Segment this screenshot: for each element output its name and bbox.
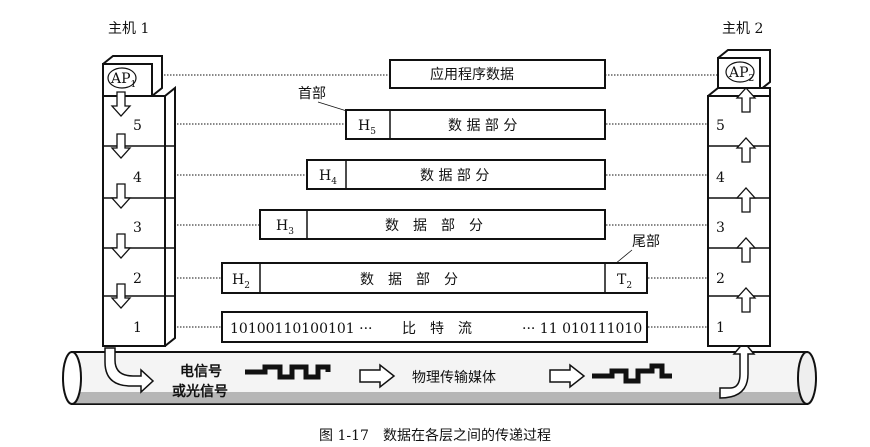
ap2-label: AP — [728, 65, 749, 81]
layer-5-label: 5 — [716, 118, 725, 134]
signal-wave-right — [592, 363, 672, 384]
layer-2-label: 2 — [716, 271, 725, 287]
bits-right: ··· 11 010111010 — [522, 321, 642, 337]
ap2-ellipse — [725, 61, 755, 83]
svg-text:AP1: AP1 — [110, 71, 136, 90]
layer-3-pdu: H3 数 据 部 分 — [259, 209, 606, 240]
svg-text:H3: H3 — [276, 218, 294, 237]
curved-arrow-down-icon — [104, 347, 155, 394]
ap1-sub: 1 — [131, 80, 137, 90]
app-data-label: 应用程序数据 — [430, 66, 514, 83]
h3-label: H — [276, 218, 288, 234]
h2-sub: 2 — [244, 281, 250, 291]
data-part-label: 数 据 部 分 — [385, 218, 483, 234]
arrow-right-icon — [359, 363, 396, 389]
bits-left: 10100110100101 ··· — [230, 321, 373, 337]
signal-label-2: 或光信号 — [172, 383, 228, 400]
ap1-ellipse — [107, 67, 137, 89]
ap2-sub: 2 — [749, 74, 755, 84]
layer-2-frame: H2 数 据 部 分 T2 — [221, 262, 648, 294]
layer-5-pdu: H5 数 据 部 分 — [345, 109, 606, 140]
layer-4-pdu: H4 数 据 部 分 — [306, 159, 606, 190]
layer-3-label: 3 — [133, 220, 142, 236]
down-arrows — [110, 91, 132, 309]
arrow-right-icon — [549, 363, 586, 389]
bit-stream: 10100110100101 ··· 比 特 流 ··· 11 01011101… — [221, 311, 648, 343]
t2-label: T — [617, 272, 627, 288]
layer-5-label: 5 — [133, 118, 142, 134]
layer-3-label: 3 — [716, 220, 725, 236]
data-part-label: 数 据 部 分 — [360, 272, 458, 288]
layer-2-label: 2 — [133, 271, 142, 287]
signal-wave-left — [245, 364, 331, 380]
svg-text:H4: H4 — [319, 168, 337, 187]
h4-label: H — [319, 168, 331, 184]
up-arrows — [735, 87, 757, 313]
h4-sub: 4 — [331, 177, 337, 187]
svg-text:T2: T2 — [617, 272, 632, 291]
header-annotation: 首部 — [298, 86, 326, 102]
data-part-label: 数 据 部 分 — [448, 118, 517, 134]
h2-label: H — [232, 272, 244, 288]
t2-sub: 2 — [626, 281, 632, 291]
medium-label: 物理传输媒体 — [412, 370, 496, 386]
app-data-bar: 应用程序数据 — [389, 59, 606, 89]
h5-sub: 5 — [370, 127, 376, 137]
signal-label-1: 电信号 — [180, 363, 222, 380]
h5-label: H — [358, 118, 370, 134]
h3-sub: 3 — [288, 227, 294, 237]
bits-mid: 比 特 流 — [402, 321, 472, 337]
physical-medium-pipe: 电信号 或光信号 物理传输媒体 — [62, 340, 817, 405]
host-2-label: 主机 2 — [722, 21, 763, 37]
data-part-label: 数 据 部 分 — [420, 168, 489, 184]
svg-text:H5: H5 — [358, 118, 376, 137]
host-2: 主机 2 AP2 5 4 3 2 1 — [707, 21, 771, 347]
layer-4-label: 4 — [133, 170, 142, 186]
svg-text:H2: H2 — [232, 272, 250, 291]
trailer-annotation: 尾部 — [632, 234, 660, 250]
layer-1-label: 1 — [133, 320, 142, 336]
layer-4-label: 4 — [716, 170, 725, 186]
ap1-label: AP — [110, 71, 131, 87]
host-1-label: 主机 1 — [108, 21, 149, 37]
figure-caption: 图 1-17 数据在各层之间的传递过程 — [319, 428, 551, 444]
layer-1-label: 1 — [716, 320, 725, 336]
host-1: 主机 1 AP1 5 4 3 2 1 — [102, 21, 176, 347]
svg-text:AP2: AP2 — [728, 65, 754, 84]
